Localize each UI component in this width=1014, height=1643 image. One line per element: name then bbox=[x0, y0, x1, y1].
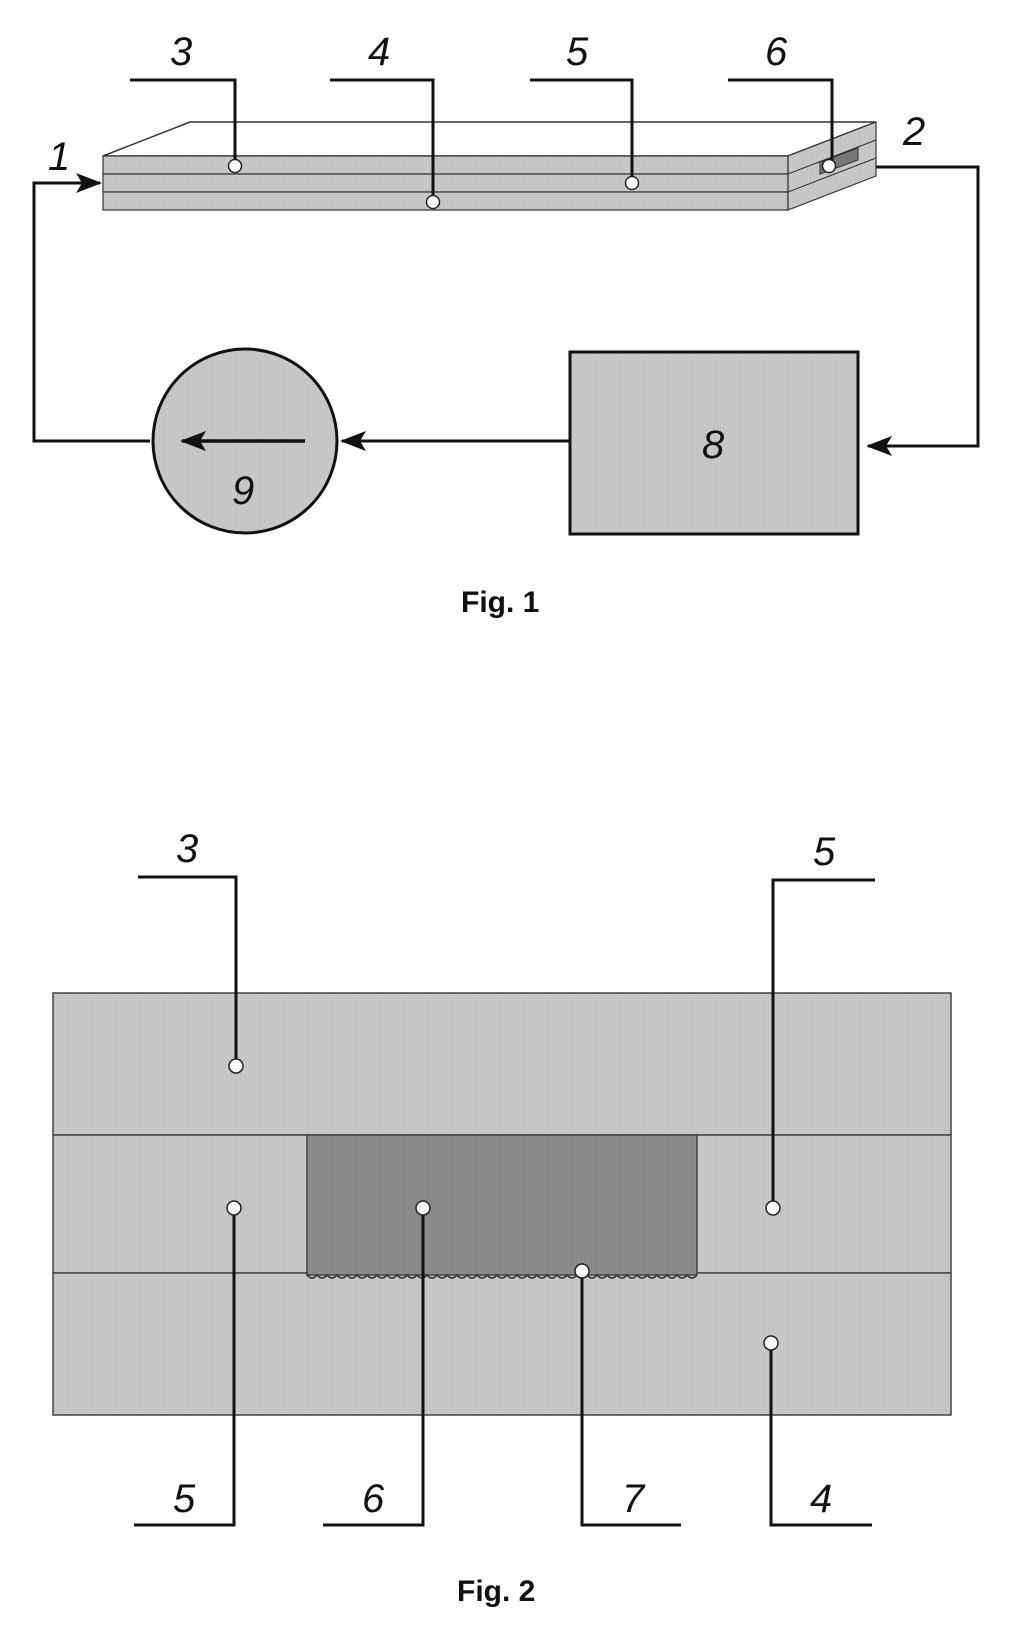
marker-3 bbox=[227, 158, 243, 174]
leader-4 bbox=[330, 78, 435, 202]
figure-2: 3 5 5 6 7 4 Fig. 2 bbox=[52, 827, 952, 1608]
marker-fig2-6 bbox=[415, 1200, 431, 1216]
leader-6 bbox=[728, 78, 834, 166]
strip-layer-bottom bbox=[102, 191, 789, 211]
leader-3 bbox=[130, 78, 237, 166]
label-1: 1 bbox=[48, 135, 70, 179]
marker-6 bbox=[821, 158, 837, 174]
figure-1: 3 4 5 6 1 2 8 9 Fig. 1 bbox=[32, 30, 980, 619]
marker-fig2-3 bbox=[228, 1058, 244, 1074]
label-fig2-bottom-7: 7 bbox=[622, 1477, 646, 1521]
label-fig2-bottom-5: 5 bbox=[173, 1477, 196, 1521]
leader-bottom-6 bbox=[323, 1208, 425, 1527]
label-3: 3 bbox=[170, 30, 192, 74]
label-5: 5 bbox=[566, 30, 589, 74]
label-fig2-top-5: 5 bbox=[813, 830, 836, 874]
label-4: 4 bbox=[368, 30, 390, 74]
label-8: 8 bbox=[702, 423, 725, 467]
figure-1-caption: Fig. 1 bbox=[461, 586, 539, 619]
label-6: 6 bbox=[765, 30, 788, 74]
figure-2-caption: Fig. 2 bbox=[457, 1575, 535, 1608]
leader-bottom-5 bbox=[134, 1208, 236, 1527]
leader-top-3 bbox=[138, 875, 238, 1066]
layer-bottom bbox=[52, 1272, 952, 1416]
inlay-6 bbox=[306, 1134, 698, 1276]
layer-top bbox=[52, 992, 952, 1136]
return-line bbox=[32, 173, 150, 443]
leader-bottom-7 bbox=[580, 1271, 681, 1527]
strip-layer-top bbox=[102, 155, 789, 175]
marker-fig2-4 bbox=[763, 1335, 779, 1351]
label-2: 2 bbox=[902, 110, 925, 154]
leader-top-5 bbox=[771, 878, 875, 1208]
leader-bottom-4 bbox=[769, 1343, 872, 1527]
label-fig2-top-3: 3 bbox=[176, 827, 198, 871]
marker-fig2-7 bbox=[574, 1263, 590, 1279]
label-9: 9 bbox=[232, 469, 254, 513]
wavy-interface-7 bbox=[306, 1273, 698, 1279]
block-8 bbox=[568, 350, 860, 536]
leader-5 bbox=[530, 78, 634, 183]
marker-fig2-5-left bbox=[226, 1200, 242, 1216]
label-fig2-bottom-6: 6 bbox=[362, 1477, 385, 1521]
outlet-line bbox=[866, 165, 980, 456]
strip-top-face bbox=[102, 121, 877, 157]
marker-4 bbox=[425, 194, 441, 210]
marker-fig2-5-right bbox=[765, 1200, 781, 1216]
marker-5 bbox=[624, 175, 640, 191]
label-fig2-bottom-4: 4 bbox=[810, 1477, 832, 1521]
strip-layer-middle bbox=[102, 173, 789, 193]
